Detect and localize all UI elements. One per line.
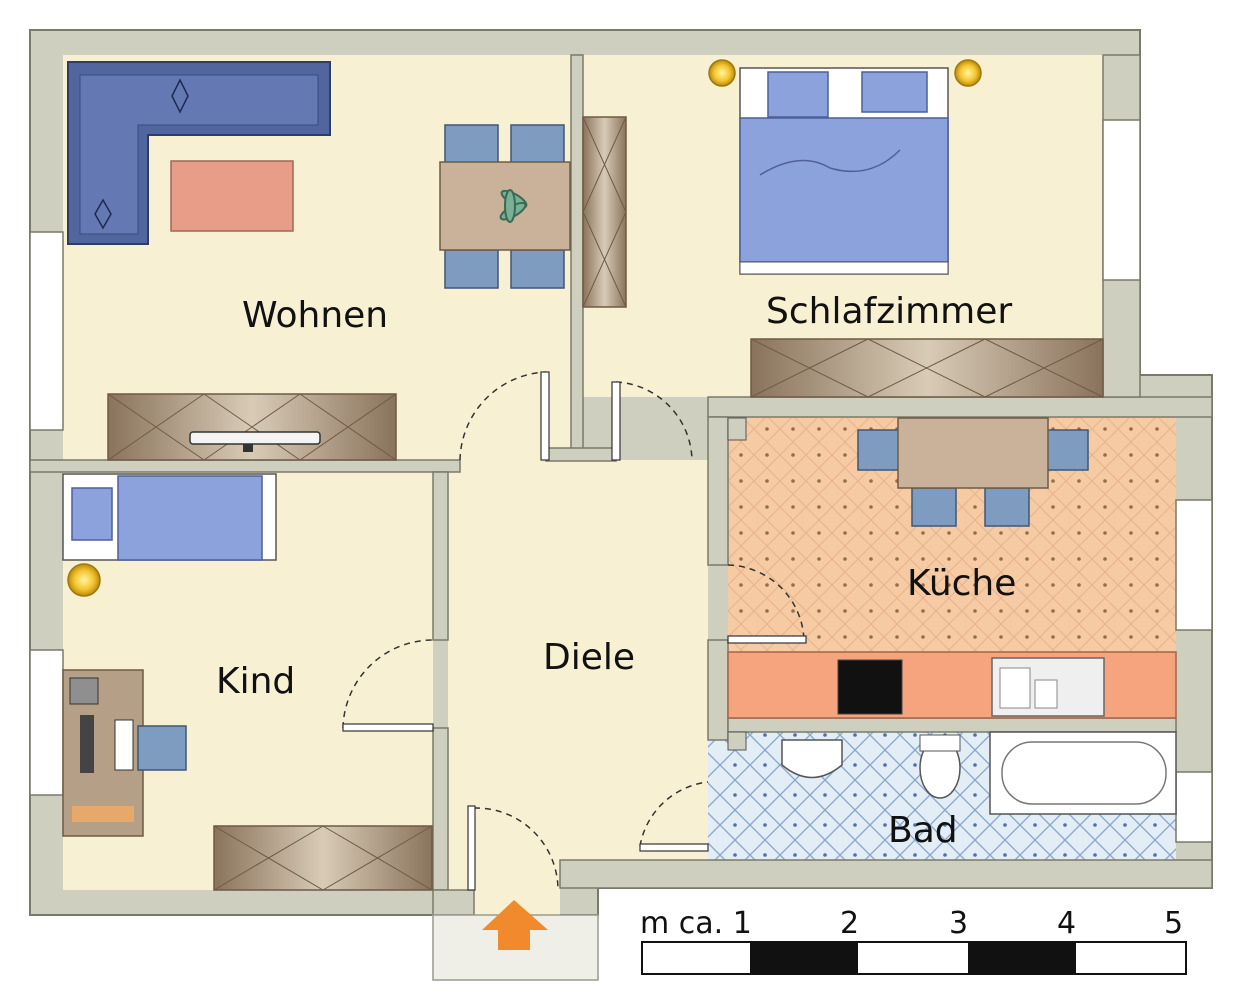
chair-icon [137, 725, 187, 771]
wardrobe [213, 825, 433, 891]
stove-icon [837, 659, 903, 715]
lamp-icon [708, 59, 736, 87]
wohnen-furniture [67, 61, 627, 461]
interior-walls [29, 54, 1213, 916]
scale-unit-label: m ca. 1 [640, 906, 752, 941]
room-label-kind: Kind [216, 661, 295, 702]
room-label-schlafzimmer: Schlafzimmer [766, 291, 1012, 332]
kind-furniture [62, 473, 433, 891]
plant-icon [499, 189, 528, 223]
books [72, 806, 134, 822]
lamp-icon [954, 59, 982, 87]
washbasin-icon [781, 739, 843, 779]
scale-tick-label: 3 [949, 906, 968, 941]
keyboard-icon [114, 719, 134, 771]
scale-tick-label: 2 [840, 906, 859, 941]
bad-furniture [727, 731, 1177, 815]
coffee-table [170, 160, 294, 232]
room-label-diele: Diele [543, 637, 635, 678]
room-label-kueche: Küche [907, 563, 1016, 604]
entrance [432, 900, 599, 981]
door-swings [342, 371, 805, 891]
monitor-icon [80, 715, 94, 773]
scale-bar: m ca. 1 2 3 4 5 [640, 906, 1187, 975]
entrance-arrow-icon [482, 900, 548, 950]
room-labels: Wohnen Schlafzimmer Küche Kind Diele Bad [216, 291, 1016, 851]
windows [29, 119, 1213, 843]
countertop [727, 651, 1177, 719]
scale-tick-label: 4 [1057, 906, 1076, 941]
kitchen-table [897, 417, 1049, 489]
schlafzimmer-furniture [708, 59, 1104, 398]
tv-icon [189, 431, 321, 445]
wardrobe [582, 116, 627, 308]
room-label-bad: Bad [888, 810, 958, 851]
lamp-icon [67, 563, 101, 597]
kueche-furniture [727, 417, 1177, 719]
room-label-wohnen: Wohnen [242, 295, 388, 336]
scale-tick-label: 5 [1164, 906, 1183, 941]
door-leaves [342, 371, 807, 891]
